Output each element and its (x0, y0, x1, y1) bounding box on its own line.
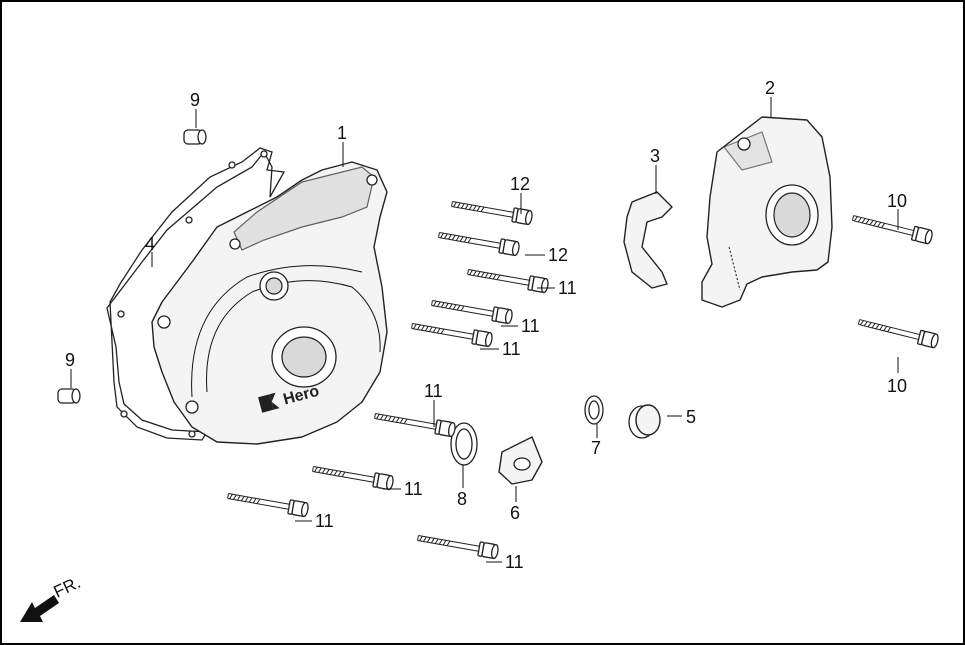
callout-9a: 9 (190, 90, 200, 110)
bolt-10a (850, 210, 934, 246)
part-guide-plate (623, 191, 673, 289)
bolt-11c (410, 318, 494, 348)
callout-7: 7 (591, 438, 601, 458)
callout-11b: 11 (521, 316, 540, 336)
callout-8: 8 (457, 489, 467, 509)
callout-1: 1 (337, 123, 347, 143)
bolt-11b (430, 295, 514, 325)
callout-10b: 10 (887, 376, 907, 396)
bolt-11e (311, 461, 395, 491)
part-gasket (106, 147, 286, 441)
bolt-11g (416, 530, 500, 560)
callout-12b: 12 (548, 245, 568, 265)
part-plug (628, 404, 661, 439)
callout-5: 5 (686, 407, 696, 427)
part-dowel-lower (57, 388, 81, 404)
callout-3: 3 (650, 146, 660, 166)
callout-11e: 11 (404, 479, 423, 499)
front-direction-indicator: FR. (20, 573, 84, 622)
bolt-11f (226, 488, 310, 518)
bolt-10b (856, 314, 940, 350)
callout-9b: 9 (65, 350, 75, 370)
leader-lines (70, 97, 899, 563)
callout-10a: 10 (887, 191, 907, 211)
arrow-down-left-icon (20, 595, 59, 622)
part-cap (498, 436, 543, 485)
part-o-ring-large (450, 422, 478, 466)
callout-2: 2 (765, 78, 775, 98)
front-label: FR. (51, 573, 84, 602)
callout-11a: 11 (558, 278, 577, 298)
bolt-12b (437, 227, 521, 257)
callout-4: 4 (145, 234, 155, 254)
bolt-11a (466, 264, 550, 294)
callout-11d: 11 (424, 381, 443, 401)
bolt-11d (373, 408, 457, 438)
callout-12a: 12 (510, 174, 530, 194)
part-crankcase-cover: Hero (151, 161, 388, 445)
part-o-ring (584, 395, 604, 425)
callout-labels: 1 2 3 4 5 6 7 8 9 9 10 10 11 11 11 11 11… (65, 78, 907, 572)
callout-11c: 11 (502, 339, 521, 359)
callout-6: 6 (510, 503, 520, 523)
callout-11g: 11 (505, 552, 524, 572)
part-dowel-upper (183, 129, 207, 145)
part-sprocket-cover (701, 116, 833, 308)
callout-11f: 11 (315, 511, 334, 531)
